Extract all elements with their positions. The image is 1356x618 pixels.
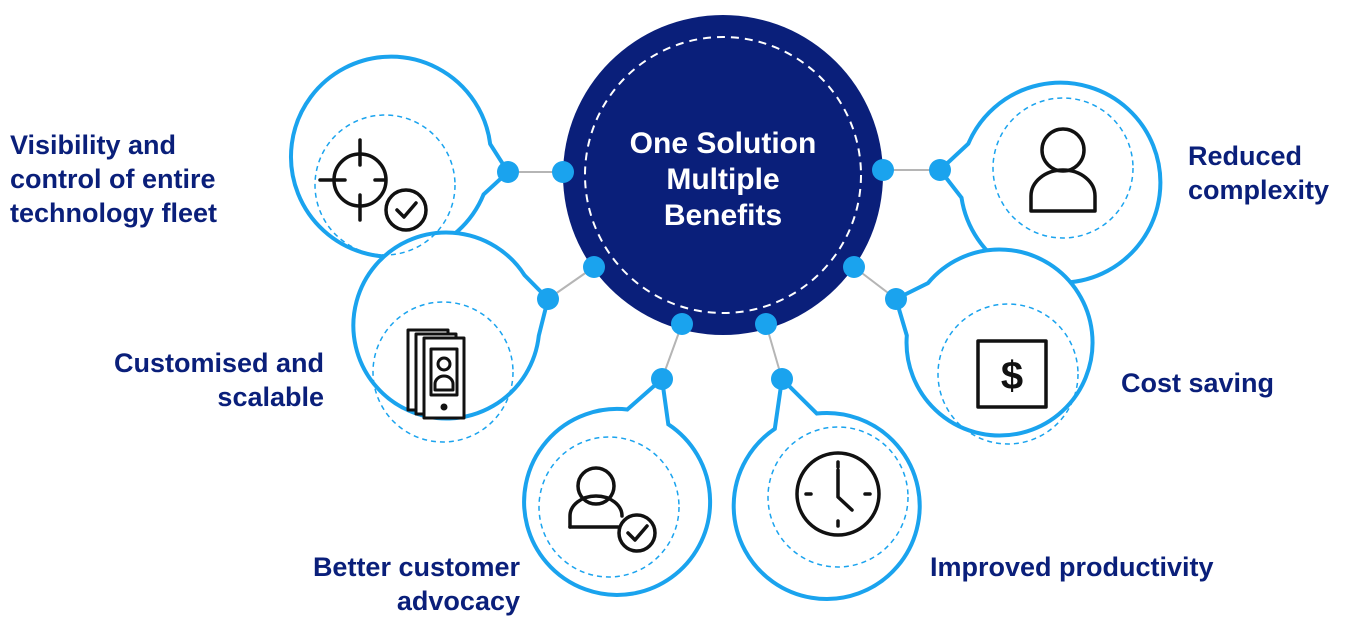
label-customer-advocacy-line-2: advocacy	[396, 586, 520, 616]
label-cost-saving: Cost saving	[1121, 366, 1274, 400]
label-reduced-complexity: Reduced complexity	[1188, 139, 1329, 207]
inner-ring-cost-saving	[937, 303, 1079, 445]
mobile-devices-icon	[406, 328, 466, 420]
dot-visibility-inner	[552, 161, 574, 183]
center-title: One Solution Multiple Benefits	[588, 126, 858, 234]
inner-ring-productivity	[767, 426, 909, 568]
dot-customised-inner	[583, 256, 605, 278]
bubble-customised	[351, 230, 551, 421]
dot-visibility-outer	[497, 161, 519, 183]
clock-icon	[795, 451, 881, 537]
inner-ring-reduced-complexity	[992, 97, 1134, 239]
icons: $	[318, 127, 1097, 553]
dot-customised-outer	[537, 288, 559, 310]
target-check-icon	[318, 138, 428, 232]
dot-cost-saving-inner	[843, 256, 865, 278]
label-visibility-line-2: control of entire	[10, 164, 216, 194]
center-title-line-1: One Solution	[629, 127, 817, 160]
svg-text:$: $	[1001, 354, 1023, 398]
bubble-customer-advocacy	[522, 375, 713, 597]
user-check-icon	[568, 466, 657, 553]
label-visibility-line-1: Visibility and	[10, 130, 177, 160]
label-customised-line-1: Customised and	[113, 348, 324, 378]
connector-dots	[497, 159, 951, 390]
dot-reduced-complexity-inner	[872, 159, 894, 181]
dot-customer-advocacy-outer	[651, 368, 673, 390]
bubbles	[289, 54, 1163, 601]
label-customer-advocacy-line-1: Better customer	[312, 552, 520, 582]
center-title-line-2: Multiple	[666, 163, 780, 196]
user-icon	[1029, 127, 1097, 213]
dollar-icon: $	[976, 339, 1048, 409]
label-reduced-complexity-line-2: complexity	[1188, 175, 1330, 205]
inner-dashed-circles	[314, 97, 1134, 578]
label-productivity-line-1: Improved productivity	[930, 552, 1214, 582]
label-visibility-line-3: technology fleet	[10, 198, 218, 228]
label-reduced-complexity-line-1: Reduced	[1188, 141, 1303, 171]
bubble-productivity	[731, 374, 922, 601]
inner-ring-customer-advocacy	[538, 436, 680, 578]
dot-cost-saving-outer	[885, 288, 907, 310]
label-customer-advocacy: Better customer advocacy	[313, 550, 520, 618]
label-productivity: Improved productivity	[930, 550, 1214, 584]
label-customised-line-2: scalable	[217, 382, 324, 412]
dot-productivity-inner	[755, 313, 777, 335]
center-title-line-3: Benefits	[663, 199, 783, 232]
center-circle	[563, 15, 883, 335]
label-visibility: Visibility and control of entire technol…	[10, 128, 217, 230]
inner-ring-visibility	[314, 114, 456, 256]
center-dashed-ring	[584, 36, 862, 314]
label-cost-saving-line-1: Cost saving	[1121, 368, 1275, 398]
label-customised: Customised and scalable	[114, 346, 324, 414]
dot-customer-advocacy-inner	[671, 313, 693, 335]
dot-reduced-complexity-outer	[929, 159, 951, 181]
dot-productivity-outer	[771, 368, 793, 390]
inner-ring-customised	[372, 301, 514, 443]
